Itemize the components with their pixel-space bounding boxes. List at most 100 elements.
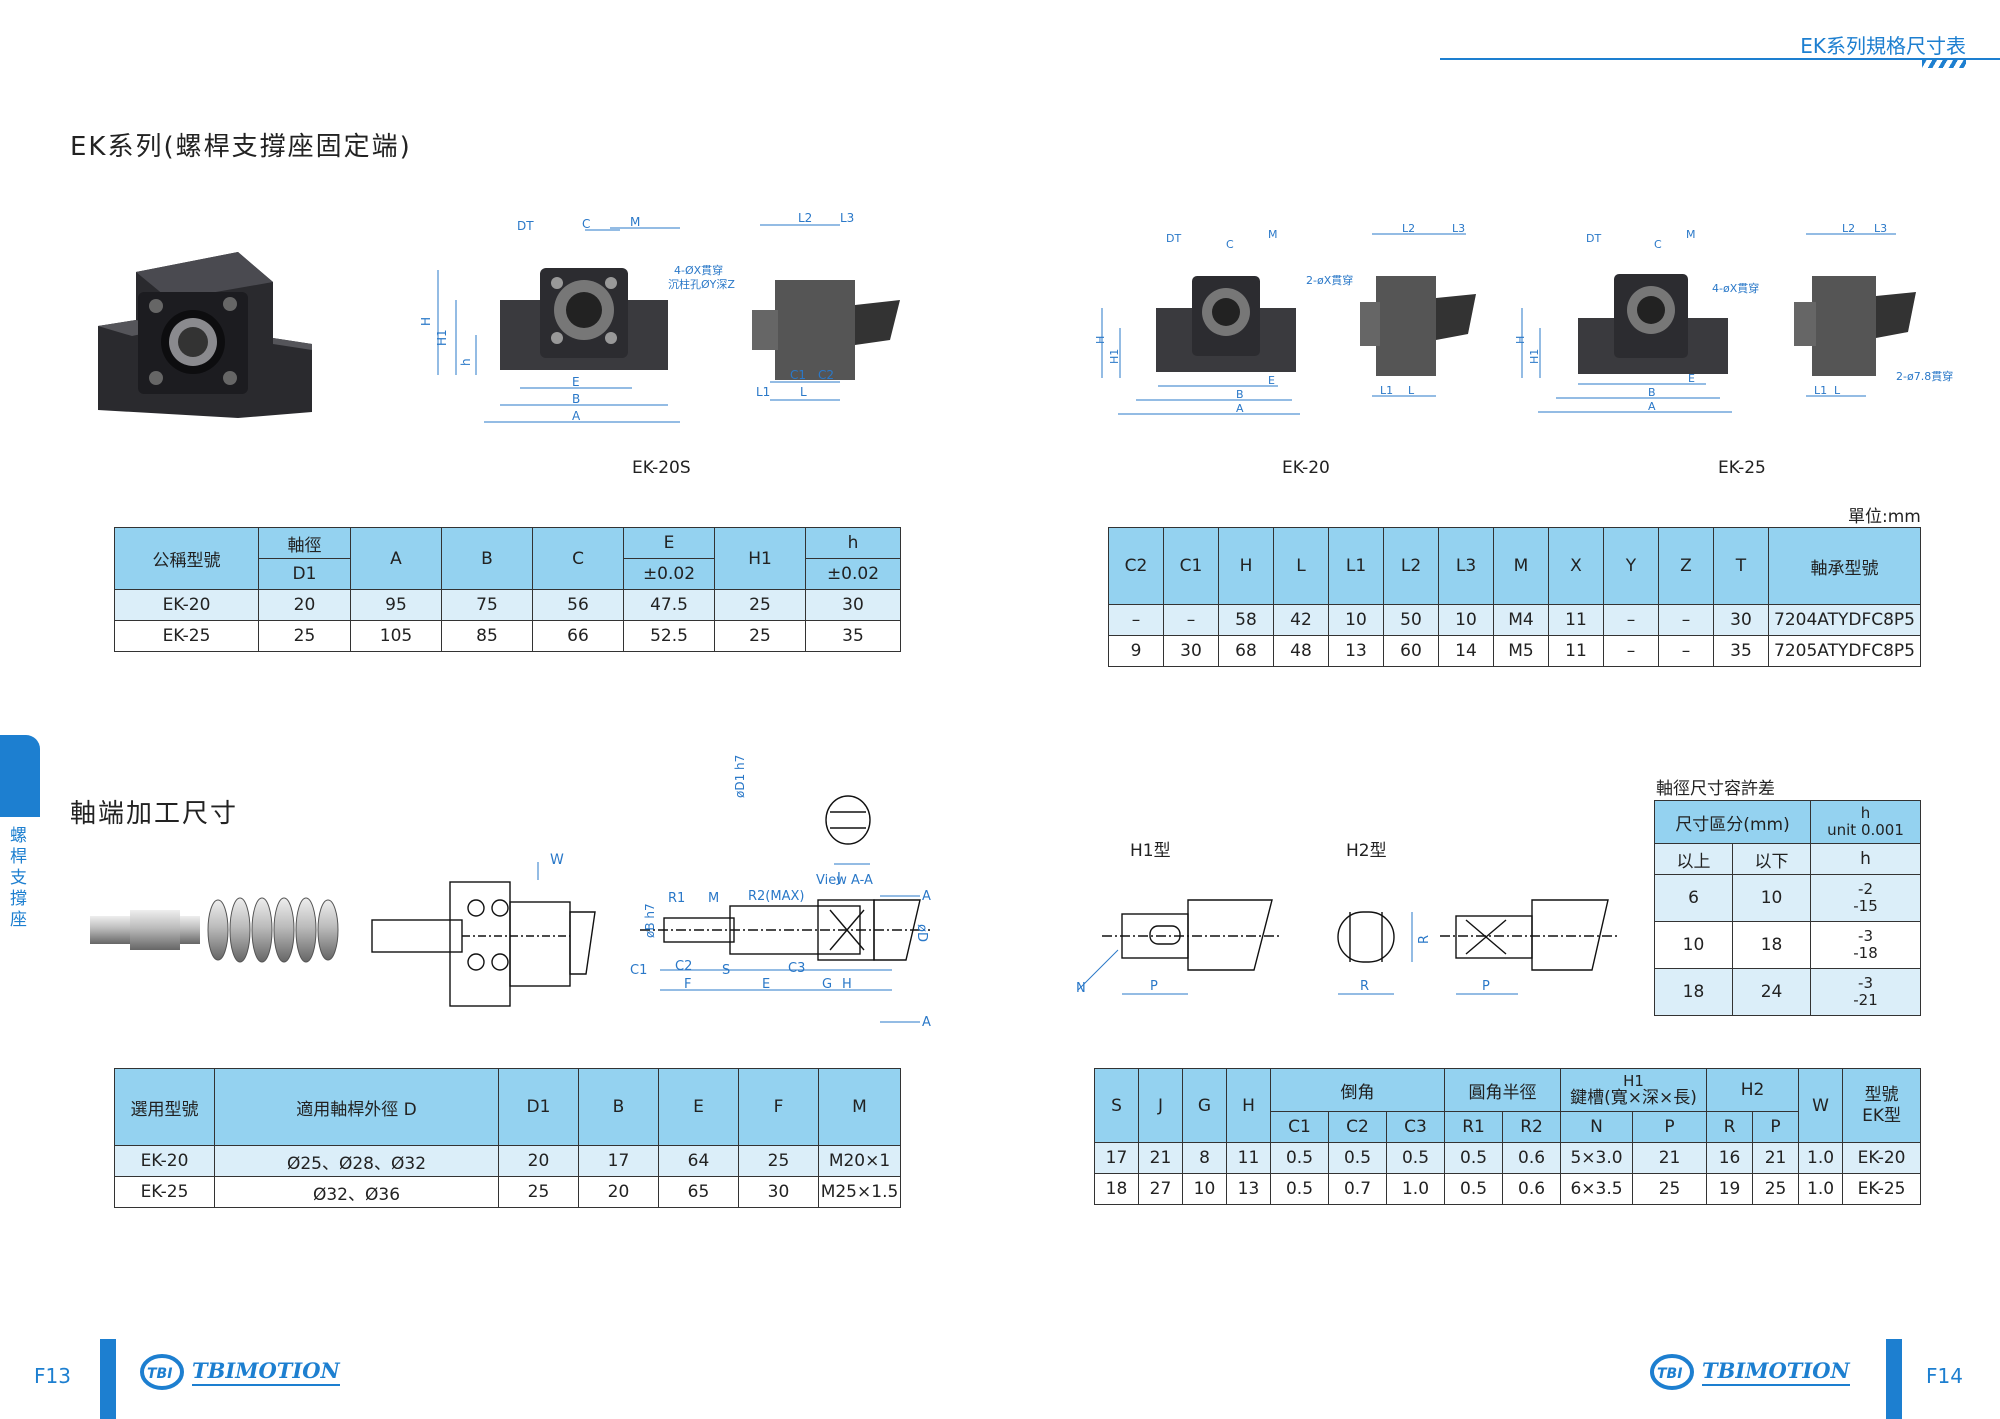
svg-text:4-ØX貫穿: 4-ØX貫穿 bbox=[674, 263, 723, 277]
svg-text:H: H bbox=[419, 317, 433, 326]
cell: 24 bbox=[1731, 968, 1812, 1016]
cell: 17 bbox=[578, 1145, 659, 1177]
svg-text:C1: C1 bbox=[790, 368, 806, 382]
cell: 27 bbox=[1138, 1173, 1183, 1205]
cell: 10 bbox=[1438, 604, 1494, 636]
tbi-logo-icon: TBI bbox=[1650, 1354, 1694, 1390]
svg-text:4-øX貫穿: 4-øX貫穿 bbox=[1712, 281, 1759, 295]
hdr-range: 尺寸區分(mm) bbox=[1653, 800, 1812, 844]
cell: 7205ATYDFC8P5 bbox=[1768, 635, 1921, 667]
hdr-p2: P bbox=[1752, 1111, 1800, 1143]
product-photo-ek-block bbox=[98, 252, 312, 418]
svg-text:L1: L1 bbox=[756, 385, 770, 399]
hdr-e: E bbox=[658, 1068, 739, 1146]
hdr-e-tol: ±0.02 bbox=[623, 558, 715, 590]
label-c2: C2 bbox=[675, 959, 692, 974]
cell: 56 bbox=[532, 589, 624, 621]
cell: 0.5 bbox=[1270, 1173, 1329, 1205]
cell: 0.5 bbox=[1270, 1142, 1329, 1174]
cell: 21 bbox=[1752, 1142, 1800, 1174]
cell: 10 bbox=[1654, 921, 1733, 969]
cell: 42 bbox=[1273, 604, 1329, 636]
hdr-a: A bbox=[350, 527, 442, 590]
cell: 64 bbox=[658, 1145, 739, 1177]
hdr-h: h bbox=[805, 527, 901, 559]
hdr-c3: C3 bbox=[1385, 1111, 1446, 1143]
tbi-logo-icon: TBI bbox=[140, 1354, 184, 1390]
cell: EK-25 bbox=[114, 620, 259, 652]
cell: 25 bbox=[1632, 1173, 1708, 1205]
header-rule bbox=[1440, 58, 2000, 60]
cell: 65 bbox=[658, 1176, 739, 1208]
cell: 47.5 bbox=[623, 589, 715, 621]
hdr-c2: C2 bbox=[1108, 527, 1164, 605]
cell: 16 bbox=[1706, 1142, 1754, 1174]
cell: 30 bbox=[738, 1176, 819, 1208]
hdr-model: 公稱型號 bbox=[114, 527, 259, 590]
cell: -3-18 bbox=[1810, 921, 1922, 969]
cell: 21 bbox=[1138, 1142, 1183, 1174]
cell: 6 bbox=[1654, 874, 1733, 922]
cell: -3-21 bbox=[1810, 968, 1922, 1016]
cell: 25 bbox=[714, 589, 806, 621]
cell: 11 bbox=[1548, 604, 1604, 636]
cell: EK-25 bbox=[1842, 1173, 1922, 1205]
cell: 20 bbox=[578, 1176, 659, 1208]
hdr-d1: D1 bbox=[258, 558, 351, 590]
cell-lower: -15 bbox=[1853, 897, 1878, 915]
svg-text:E: E bbox=[1688, 372, 1695, 385]
cell: M20×1 bbox=[818, 1145, 901, 1177]
cell: 25 bbox=[1752, 1173, 1800, 1205]
hdr-c1: C1 bbox=[1270, 1111, 1329, 1143]
svg-text:H1: H1 bbox=[1108, 349, 1121, 364]
cell: 0.7 bbox=[1328, 1173, 1387, 1205]
cell: 35 bbox=[805, 620, 901, 652]
hdr-z: Z bbox=[1658, 527, 1714, 605]
section-title-shaft-end: 軸端加工尺寸 bbox=[70, 799, 239, 829]
cell: 6×3.5 bbox=[1560, 1173, 1634, 1205]
svg-text:h: h bbox=[459, 358, 473, 366]
cell: EK-20 bbox=[114, 1145, 215, 1177]
hdr-shaft: 軸徑 bbox=[258, 527, 351, 559]
tolerance-title: 軸徑尺寸容許差 bbox=[1656, 779, 1775, 799]
caption-ek-25: EK-25 bbox=[1718, 458, 1766, 478]
cell: M25×1.5 bbox=[818, 1176, 901, 1208]
cell: 18 bbox=[1094, 1173, 1139, 1205]
cell: 58 bbox=[1218, 604, 1274, 636]
hdr-c1: C1 bbox=[1163, 527, 1219, 605]
label-d1h7: øD1 h7 bbox=[733, 755, 747, 798]
hdr-d1: D1 bbox=[498, 1068, 579, 1146]
hdr-c2: C2 bbox=[1328, 1111, 1387, 1143]
cell-upper: -2 bbox=[1858, 880, 1873, 898]
cell: 13 bbox=[1328, 635, 1384, 667]
cell: 48 bbox=[1273, 635, 1329, 667]
cell: 9 bbox=[1108, 635, 1164, 667]
svg-text:L2: L2 bbox=[798, 211, 812, 225]
label-w: W bbox=[550, 852, 564, 868]
cell: 30 bbox=[1163, 635, 1219, 667]
hdr-radius: 圓角半徑 bbox=[1444, 1068, 1562, 1112]
cell: M5 bbox=[1493, 635, 1549, 667]
hdr-h2: H2 bbox=[1706, 1068, 1800, 1112]
cell: 75 bbox=[441, 589, 533, 621]
hdr-x: X bbox=[1548, 527, 1604, 605]
cell: 95 bbox=[350, 589, 442, 621]
label-r-side: R bbox=[1417, 935, 1432, 944]
cell: 0.5 bbox=[1328, 1142, 1387, 1174]
svg-text:L2: L2 bbox=[1842, 222, 1855, 235]
label-g: G bbox=[822, 977, 832, 992]
shaft-end-drawing: J øD1 h7 View A-A R1 M R2(MAX) A A øB h7… bbox=[630, 755, 931, 1030]
cell: – bbox=[1603, 604, 1659, 636]
cell: 10 bbox=[1731, 874, 1812, 922]
svg-text:C: C bbox=[582, 217, 590, 231]
hdr-j: J bbox=[1138, 1068, 1183, 1143]
